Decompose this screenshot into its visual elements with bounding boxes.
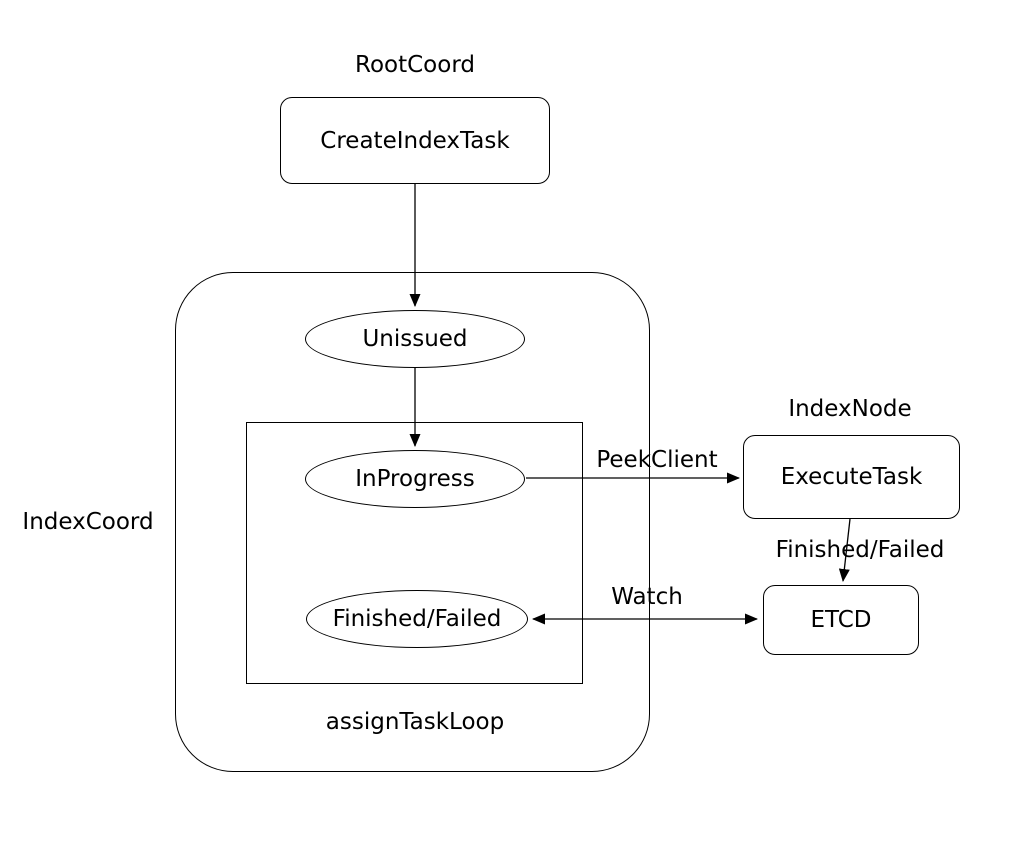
label-assigntaskloop: assignTaskLoop <box>325 709 505 735</box>
node-create-index-task: CreateIndexTask <box>280 97 550 184</box>
edge-label-peekclient: PeekClient <box>596 447 718 473</box>
node-etcd: ETCD <box>763 585 919 655</box>
state-unissued: Unissued <box>305 310 525 368</box>
label-rootcoord: RootCoord <box>355 52 475 78</box>
edge-label-finished-failed: Finished/Failed <box>775 537 945 563</box>
label-indexnode: IndexNode <box>788 396 912 422</box>
state-inprogress: InProgress <box>305 450 525 508</box>
edge-label-watch: Watch <box>611 584 683 610</box>
label-indexcoord: IndexCoord <box>22 509 154 535</box>
node-execute-task: ExecuteTask <box>743 435 960 519</box>
container-indexcoord <box>175 272 650 772</box>
state-finished-failed: Finished/Failed <box>306 590 528 648</box>
